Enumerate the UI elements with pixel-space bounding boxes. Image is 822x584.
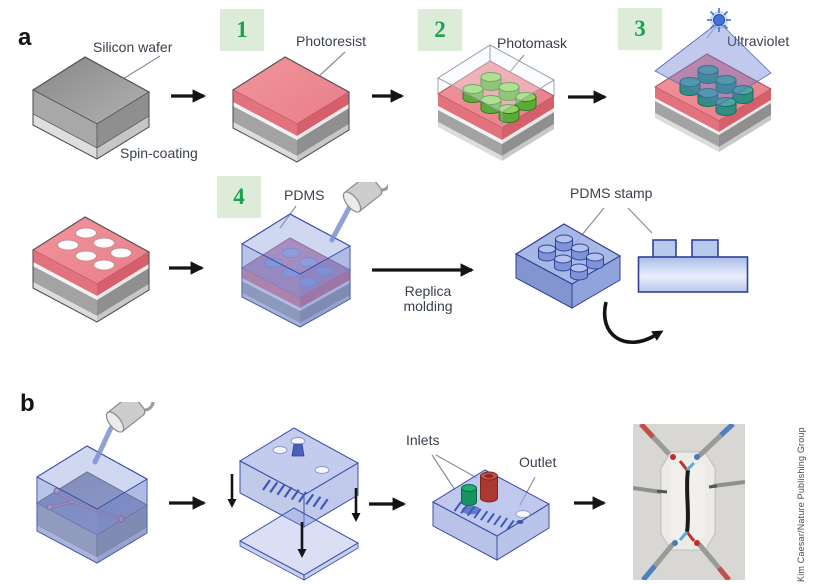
glass-frame [437, 44, 555, 128]
bonding-arrows [230, 474, 358, 550]
developed-wafer-illustration [32, 216, 150, 323]
panel-b-label: b [20, 390, 35, 417]
photoresist-label: Photoresist [296, 33, 367, 49]
pdms-stamp-label: PDMS stamp [570, 185, 653, 201]
outlet-label: Outlet [519, 454, 557, 470]
leader-stamp-right [627, 207, 653, 234]
flip-arrow-icon [602, 301, 664, 344]
leader-inlet-green [431, 454, 456, 491]
outlet-hole [515, 510, 531, 518]
bonding-illustration [227, 427, 361, 581]
leader-pdms [279, 205, 297, 229]
pdms-stamp-crosssection [637, 239, 749, 293]
inlets-label: Inlets [406, 432, 440, 448]
pdms-mold-illustration [514, 223, 622, 309]
uv-light-cone [654, 21, 772, 106]
pdms-pour-illustration [240, 182, 388, 328]
green-inlet-tube [461, 484, 477, 506]
leader-inlet-red [435, 454, 478, 479]
replica-molding-label: Replica molding [403, 283, 453, 315]
pdms-pour-stream-b [92, 425, 114, 465]
step-badge-1: 1 [220, 9, 264, 51]
photomask-label: Photomask [497, 35, 568, 51]
device-photo [633, 424, 745, 580]
silicon-wafer-label: Silicon wafer [93, 39, 173, 55]
glass-slide [238, 507, 360, 576]
channel-master-pour-illustration [35, 402, 159, 564]
uv-lamp-icon [707, 8, 731, 32]
flow-arrows [169, 89, 608, 511]
panel-a-label: a [18, 24, 32, 51]
silicon-wafer-illustration [32, 56, 150, 160]
photoresist-illustration [232, 56, 350, 163]
step-badge-2: 2 [418, 9, 462, 51]
spin-coating-label: Spin-coating [120, 145, 198, 161]
outlet-channel-end [516, 520, 524, 524]
pdms-label: PDMS [284, 187, 325, 203]
microfluidic-device-illustration [431, 469, 551, 561]
step-badge-3: 3 [618, 8, 662, 50]
red-inlet-tube [480, 471, 498, 503]
pdms-pour-stream [329, 203, 353, 243]
leader-silicon-wafer [117, 55, 161, 83]
ultraviolet-illustration [654, 8, 772, 152]
channel-serpentine [262, 479, 329, 510]
inlet-funnel [291, 443, 305, 457]
step-badge-4: 4 [217, 176, 261, 218]
photo-channel [685, 469, 690, 533]
inlet-junction [462, 505, 480, 515]
photomask-illustration [437, 44, 555, 161]
punched-holes [272, 437, 330, 474]
